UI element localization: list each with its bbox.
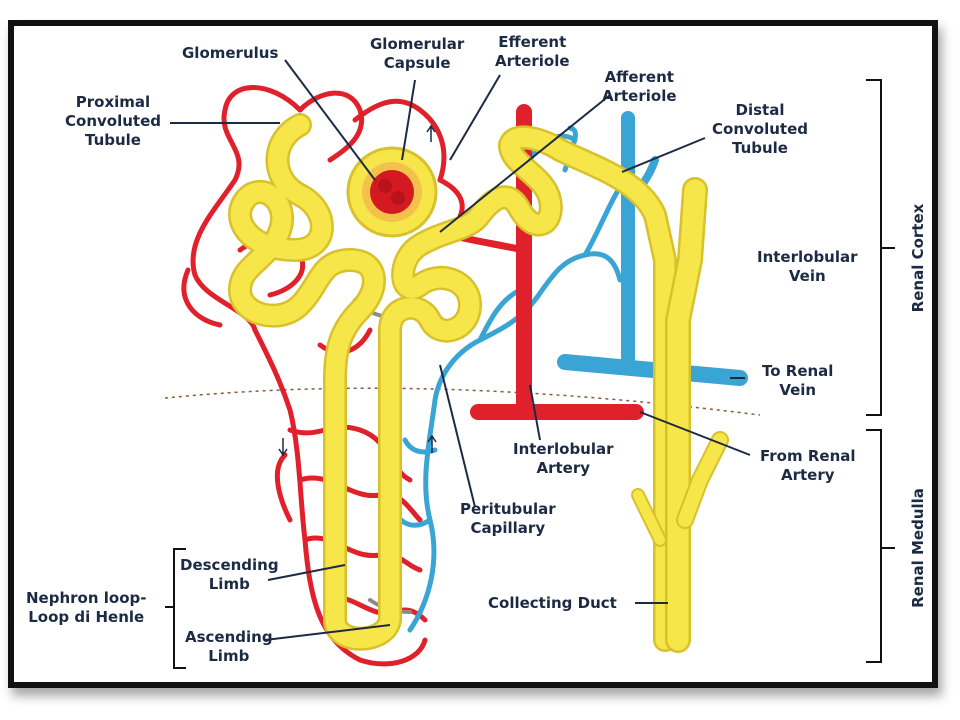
label-interlobular-artery: Interlobular Artery bbox=[513, 440, 614, 477]
label-to-renal-vein: To Renal Vein bbox=[762, 362, 834, 399]
label-glomerulus: Glomerulus bbox=[182, 44, 279, 62]
label-glomerular-capsule: Glomerular Capsule bbox=[370, 35, 465, 72]
label-nephron-loop: Nephron loop- Loop di Henle bbox=[26, 589, 147, 626]
label-renal-medulla: Renal Medulla bbox=[909, 488, 927, 608]
label-peritubular-capillary: Peritubular Capillary bbox=[460, 500, 556, 537]
label-proximal-tubule: Proximal Convoluted Tubule bbox=[65, 93, 161, 149]
nephron-loop-bracket bbox=[173, 548, 186, 669]
label-afferent-arteriole: Afferent Arteriole bbox=[602, 68, 677, 105]
label-descending-limb: Descending Limb bbox=[180, 556, 279, 593]
renal-cortex-bracket bbox=[866, 79, 882, 416]
label-interlobular-vein: Interlobular Vein bbox=[757, 248, 858, 285]
nephron-tubule bbox=[228, 113, 677, 652]
glomerulus bbox=[370, 170, 414, 214]
renal-medulla-bracket bbox=[866, 429, 882, 663]
brackets bbox=[165, 79, 895, 669]
label-ascending-limb: Ascending Limb bbox=[185, 628, 273, 665]
flow-arrows bbox=[278, 124, 437, 457]
label-from-renal-artery: From Renal Artery bbox=[760, 447, 856, 484]
label-distal-tubule: Distal Convoluted Tubule bbox=[712, 101, 808, 157]
label-collecting-duct: Collecting Duct bbox=[488, 594, 617, 612]
label-efferent-arteriole: Efferent Arteriole bbox=[495, 33, 570, 70]
diagram-frame bbox=[8, 20, 938, 688]
label-renal-cortex: Renal Cortex bbox=[909, 203, 927, 313]
collecting-duct bbox=[631, 177, 729, 653]
cortex-medulla-boundary bbox=[164, 387, 761, 416]
leader-lines bbox=[170, 59, 751, 641]
